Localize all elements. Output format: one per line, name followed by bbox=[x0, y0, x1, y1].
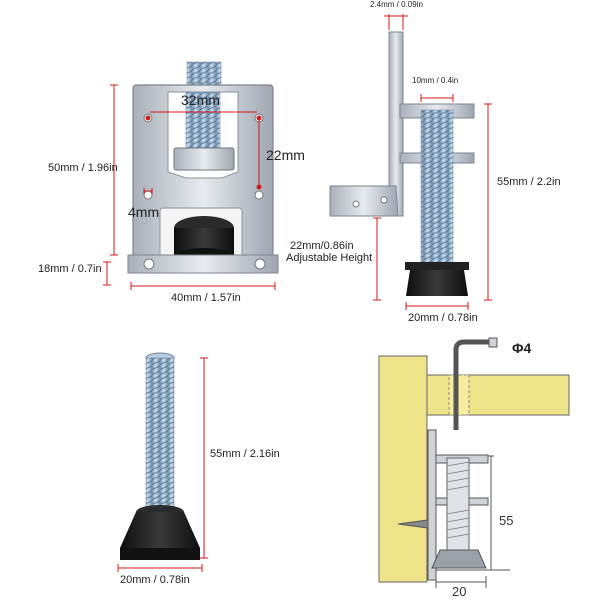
bracket-height-label: 55mm / 2.2in bbox=[497, 176, 561, 188]
adjustable-height-value: 22mm/0.86in bbox=[290, 240, 354, 252]
leveling-bolt-photo bbox=[117, 352, 208, 572]
diagram-height-label: 55 bbox=[499, 513, 514, 528]
installation-diagram bbox=[378, 337, 570, 588]
bracket-foot-label: 20mm / 0.78in bbox=[408, 312, 478, 324]
plate-height-label: 50mm / 1.96in bbox=[48, 162, 118, 174]
plate-thickness-label: 2.4mm / 0.09in bbox=[370, 0, 423, 9]
hole-width-label: 4mm bbox=[128, 204, 160, 220]
thread-diameter-label: 10mm / 0.4in bbox=[412, 76, 459, 85]
bolt-height-label: 55mm / 2.16in bbox=[210, 448, 280, 460]
bracket-plate-photo bbox=[103, 61, 279, 290]
l-bracket-photo bbox=[329, 14, 492, 310]
vertical-spacing-label: 22mm bbox=[266, 147, 305, 163]
pin-diameter-label: Φ4 bbox=[512, 340, 532, 356]
base-height-label: 18mm / 0.7in bbox=[38, 263, 102, 275]
hole-spacing-label: 32mm bbox=[181, 92, 220, 108]
diagram-width-label: 20 bbox=[452, 584, 467, 599]
plate-width-label: 40mm / 1.57in bbox=[171, 292, 241, 304]
bolt-foot-label: 20mm / 0.78in bbox=[120, 574, 190, 586]
adjustable-height-caption: Adjustable Height bbox=[286, 252, 373, 264]
